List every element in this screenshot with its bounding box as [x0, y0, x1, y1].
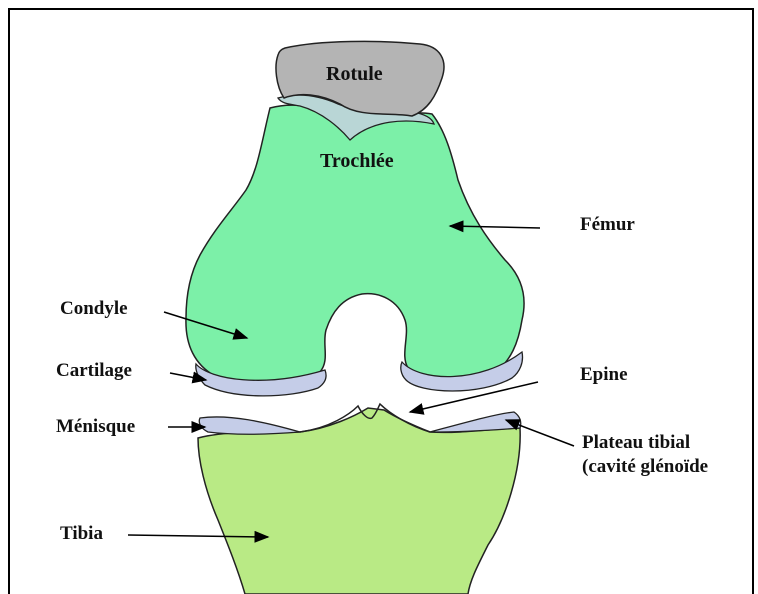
tibia-bone	[198, 408, 520, 594]
femur-label: Fémur	[580, 214, 635, 236]
plateau-label-line2: (cavité glénoïde	[582, 456, 708, 478]
tibia-label: Tibia	[60, 523, 103, 545]
condyle-label: Condyle	[60, 298, 128, 320]
rotule-label: Rotule	[326, 63, 383, 85]
trochlee-label: Trochlée	[320, 150, 394, 172]
femur-bone	[186, 105, 524, 382]
meniscus-left	[199, 417, 300, 434]
menisque-label: Ménisque	[56, 416, 135, 438]
meniscus-right	[430, 412, 521, 432]
plateau-label-line1: Plateau tibial	[582, 432, 690, 454]
epine-label: Epine	[580, 364, 628, 386]
cartilage-label: Cartilage	[56, 360, 132, 382]
